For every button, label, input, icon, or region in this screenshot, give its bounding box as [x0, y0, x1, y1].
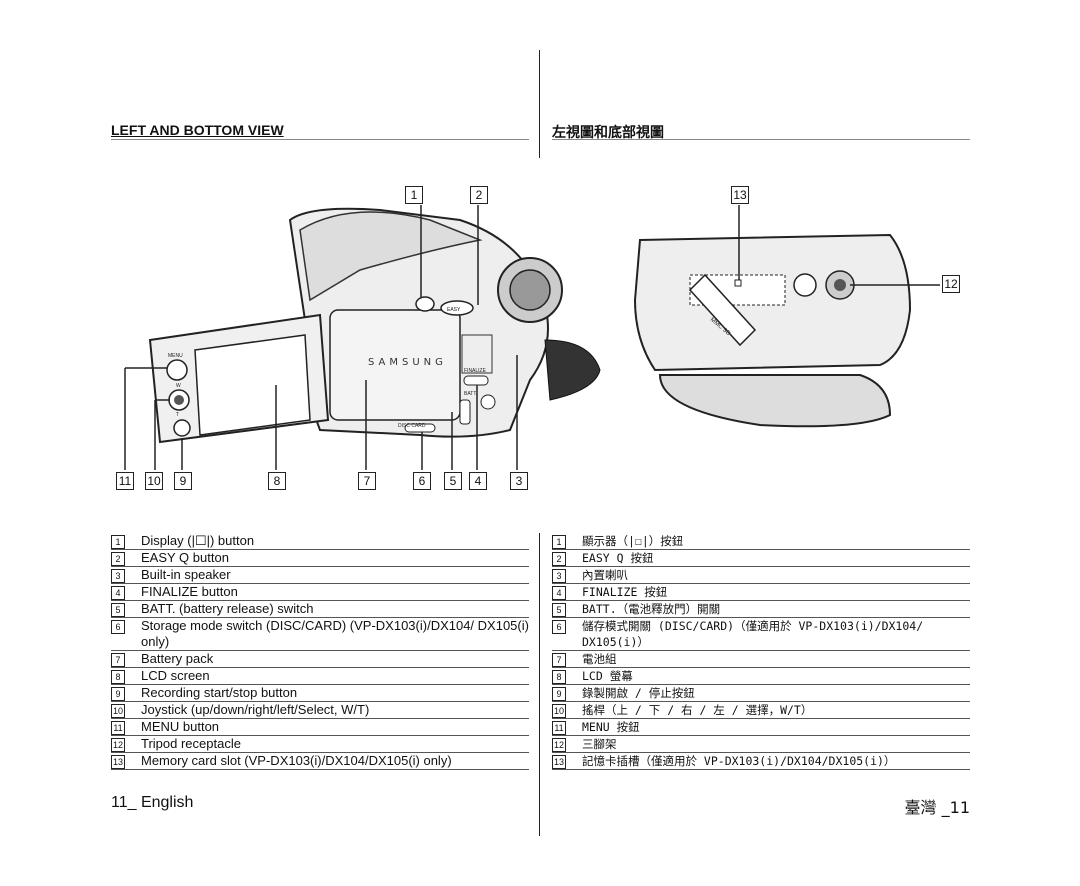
batt-label: BATT.	[464, 391, 477, 397]
brand-label: SAMSUNG	[368, 357, 447, 368]
callout-13: 13	[731, 186, 749, 204]
menu-label: MENU	[168, 353, 183, 359]
finalize-label: FINALIZE	[464, 368, 487, 374]
callout-11: 11	[116, 472, 134, 490]
column-divider-top	[539, 50, 540, 158]
callout-5: 5	[444, 472, 462, 490]
callout-6: 6	[413, 472, 431, 490]
callout-10: 10	[145, 472, 163, 490]
t-label: T	[176, 412, 179, 418]
callout-8: 8	[268, 472, 286, 490]
callout-12: 12	[942, 275, 960, 293]
callout-1: 1	[405, 186, 423, 204]
easy-label: EASY	[447, 307, 461, 313]
section-title-chinese: 左視圖和底部視圖	[552, 125, 664, 141]
camcorder-illustration: SAMSUNG MENU W T EASY FINALIZE BATT. DIS…	[124, 205, 940, 470]
callout-3: 3	[510, 472, 528, 490]
callout-2: 2	[470, 186, 488, 204]
w-label: W	[176, 383, 181, 389]
column-divider-bottom	[539, 533, 540, 836]
callout-4: 4	[469, 472, 487, 490]
callout-7: 7	[358, 472, 376, 490]
page-footer-chinese: 臺灣 _11	[904, 798, 970, 817]
section-rule-chinese	[552, 139, 970, 140]
callout-9: 9	[174, 472, 192, 490]
page-footer-english: 11_ English	[111, 794, 194, 811]
section-title-english: LEFT AND BOTTOM VIEW	[111, 122, 284, 138]
section-rule-english	[111, 139, 529, 140]
disc-card-label: DISC CARD	[398, 423, 426, 429]
